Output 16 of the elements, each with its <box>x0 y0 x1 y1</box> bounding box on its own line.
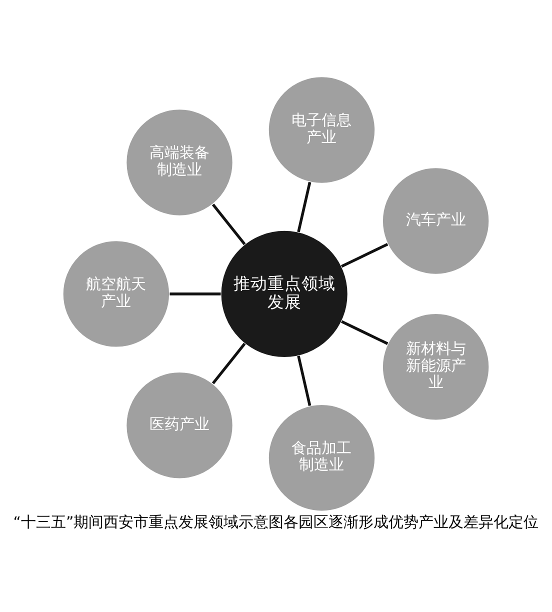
connector <box>341 320 388 345</box>
node-circle: 电子信息产业 <box>268 76 376 184</box>
connector <box>212 342 246 384</box>
connector <box>212 204 246 246</box>
node-circle: 汽车产业 <box>382 167 490 275</box>
node-circle: 新材料与新能源产业 <box>382 313 490 421</box>
connector <box>297 356 312 406</box>
caption: “十三五”期间西安市重点发展领域示意图各园区逐渐形成优势产业及差异化定位 <box>13 514 539 531</box>
connector <box>297 182 312 232</box>
node-circle: 食品加工制造业 <box>268 404 376 512</box>
node-circle: 高端装备制造业 <box>126 108 234 216</box>
node-circle: 推动重点领域发展 <box>220 230 348 358</box>
connector <box>170 292 221 296</box>
node-circle: 航空航天产业 <box>62 240 170 348</box>
connector <box>341 242 388 268</box>
node-circle: 医药产业 <box>126 372 234 480</box>
